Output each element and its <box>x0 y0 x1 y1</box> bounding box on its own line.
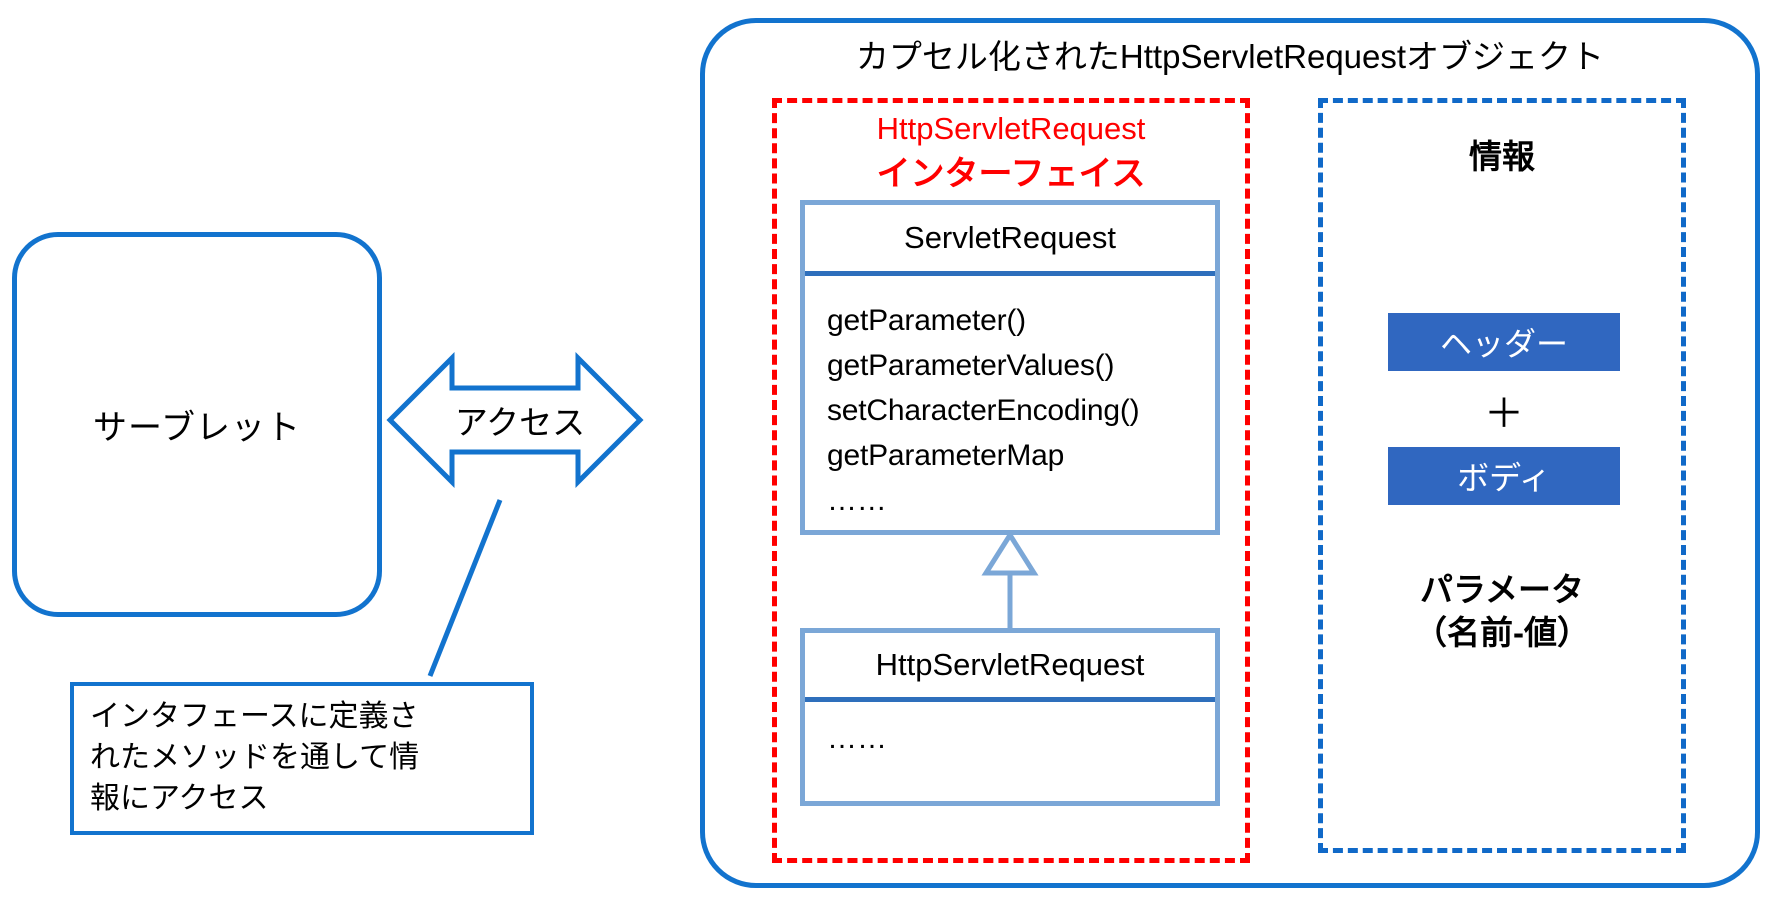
uml-class-divider <box>805 271 1215 276</box>
note-line-1: インタフェースに定義さ <box>90 700 419 733</box>
uml-method: getParameterValues() <box>827 349 1115 382</box>
parameter-label-line-1: パラメータ <box>1419 571 1584 608</box>
header-badge: ヘッダー <box>1388 313 1620 371</box>
interface-panel <box>772 98 1250 863</box>
note-line-2: れたメソッドを通して情 <box>90 741 420 774</box>
uml-class-name: ServletRequest <box>904 220 1116 255</box>
uml-method-list: …… <box>805 702 1215 760</box>
parameter-label-line-2: （名前-値） <box>1414 614 1590 651</box>
interface-title-line-1: HttpServletRequest <box>876 111 1146 146</box>
uml-method: getParameter() <box>827 304 1026 337</box>
uml-class-httpservletrequest: HttpServletRequest …… <box>800 628 1220 806</box>
note-box: インタフェースに定義さ れたメソッドを通して情 報にアクセス <box>70 682 534 835</box>
uml-method: …… <box>827 484 887 517</box>
information-panel <box>1318 98 1686 853</box>
uml-class-divider <box>805 697 1215 702</box>
plus-sign: ＋ <box>1484 392 1524 436</box>
uml-class-name: HttpServletRequest <box>875 647 1145 682</box>
note-line-3: 報にアクセス <box>90 782 269 815</box>
uml-method: …… <box>827 722 887 755</box>
uml-method: getParameterMap <box>827 439 1065 472</box>
information-title: 情報 <box>1469 138 1535 175</box>
note-leader-line <box>427 499 503 677</box>
container-title: カプセル化されたHttpServletRequestオブジェクト <box>855 38 1605 75</box>
servlet-label: サーブレット <box>93 409 301 447</box>
access-double-arrow <box>386 351 644 489</box>
body-badge: ボディ <box>1388 447 1620 505</box>
uml-method: setCharacterEncoding() <box>827 394 1140 427</box>
servlet-box: サーブレット <box>12 232 382 617</box>
uml-method-list: getParameter() getParameterValues() setC… <box>805 276 1215 523</box>
uml-class-servletrequest: ServletRequest getParameter() getParamet… <box>800 200 1220 535</box>
access-arrow-label: アクセス <box>454 404 586 441</box>
interface-title-line-2: インターフェイス <box>876 154 1146 193</box>
inheritance-arrow-icon <box>981 533 1039 634</box>
